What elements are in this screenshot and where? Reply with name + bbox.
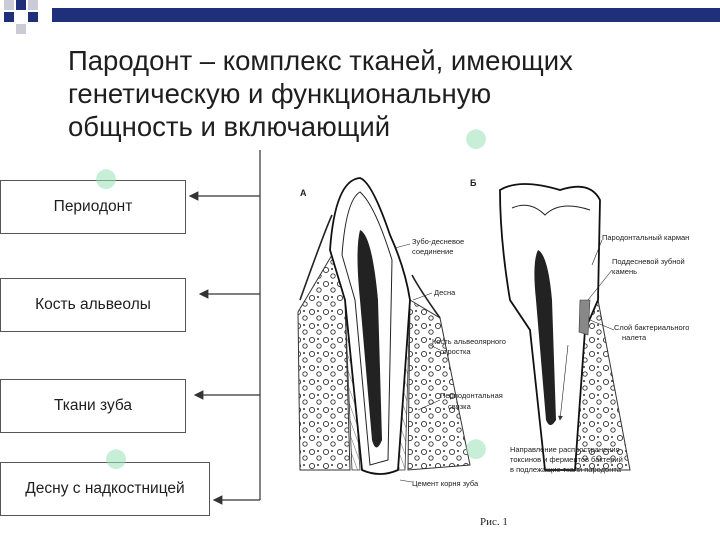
deco-square <box>28 0 38 10</box>
deco-square <box>4 12 14 22</box>
label-a: Кость альвеолярного <box>432 337 506 346</box>
box-label: Ткани зуба <box>53 397 133 414</box>
label-b: Пародонтальный карман <box>602 233 689 242</box>
box-label: Десну с надкостницей <box>25 480 185 497</box>
top-bar <box>52 8 720 22</box>
deco-square <box>4 0 14 10</box>
label-b: Слой бактериального <box>614 323 689 332</box>
title-line: Пародонт – комплекс тканей, имеющих <box>68 45 573 76</box>
label-a: Зубо-десневое <box>412 237 464 246</box>
label-a: Десна <box>434 288 456 297</box>
label-a: связка <box>448 402 472 411</box>
connector-lines <box>188 150 261 505</box>
tooth-figure-a: А Зубо-десневое соединение Десна Кость а… <box>297 177 506 488</box>
box-periodont: Периодонт <box>0 180 186 234</box>
box-alveolar-bone: Кость альвеолы <box>0 278 186 332</box>
deco-square <box>28 12 38 22</box>
label-a: Цемент корня зуба <box>412 479 479 488</box>
label-a: Периодонтальная <box>440 391 503 400</box>
box-label: Периодонт <box>53 198 133 215</box>
panel-b-letter: Б <box>470 178 477 188</box>
deco-square <box>16 24 26 34</box>
box-gum-periosteum: Десну с надкостницей <box>0 462 210 516</box>
box-tooth-tissues: Ткани зуба <box>0 379 186 433</box>
label-b: в подлежащие ткани пародонта <box>510 465 622 474</box>
label-b: налета <box>622 333 647 342</box>
deco-square <box>16 0 26 10</box>
figure-caption: Рис. 1 <box>480 516 508 528</box>
label-b: камень <box>612 267 637 276</box>
label-b: токсинов и ферментов бактерий <box>510 455 623 464</box>
panel-a-letter: А <box>300 188 307 198</box>
box-label: Кость альвеолы <box>35 296 151 313</box>
title-line: общность и включающий <box>68 111 391 142</box>
label-a: отростка <box>440 347 471 356</box>
slide-title: Пародонт – комплекс тканей, имеющих гене… <box>68 44 688 143</box>
title-line: генетическую и функциональную <box>68 78 492 109</box>
label-a: соединение <box>412 247 453 256</box>
label-b: Направление распространения <box>510 445 620 454</box>
tooth-figure-b: Б Пародонтальный карман Поддесневой зубн… <box>470 178 689 474</box>
label-b: Поддесневой зубной <box>612 257 685 266</box>
